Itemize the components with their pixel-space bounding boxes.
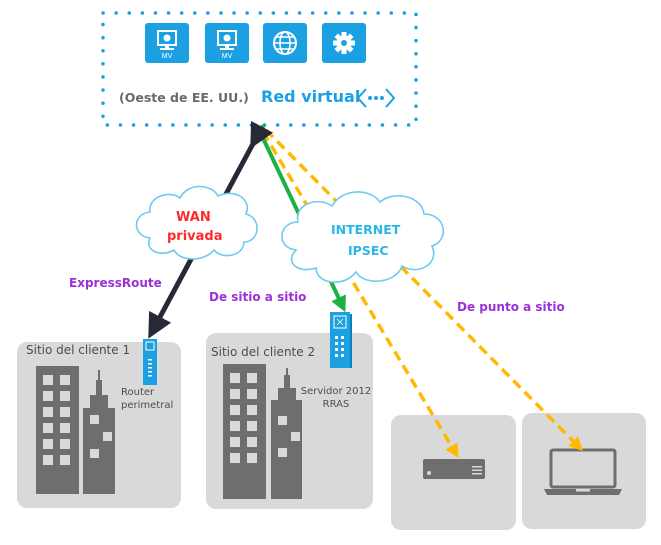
wan-cloud [135,185,258,260]
vm-tile-2[interactable]: MV [205,23,249,63]
device-label-line: Router [121,387,155,398]
virtual-machine-icon [157,30,177,50]
point-to-site-line-laptop [264,128,583,451]
internet-cloud-label-2: IPSEC [348,243,389,258]
vm-caption: MV [221,53,233,60]
device-label-line: RRAS [322,399,350,410]
globe-icon [273,31,297,55]
wan-cloud-label-1: WAN [176,210,211,225]
wan-cloud-label-2: privada [167,229,223,244]
device-label-line: Servidor 2012 [300,386,372,397]
vm-caption: MV [161,53,173,60]
globe-tile[interactable] [263,23,307,63]
virtual-machine-icon [217,30,237,50]
laptop-icon [544,448,622,495]
point-to-site-label: De punto a sitio [457,300,565,314]
site-to-site-label: De sitio a sitio [209,290,307,304]
site2-title: Sitio del cliente 2 [211,345,316,359]
settings-tile[interactable] [322,23,366,63]
expressroute-label: ExpressRoute [69,276,162,290]
vnet-title: Red virtual [261,87,361,106]
vnet-dots-icon [356,88,396,108]
rras-server-icon[interactable] [330,312,352,370]
server-icon [423,459,485,479]
edge-router-icon[interactable] [143,339,157,385]
device-label-line: perimetral [121,400,174,411]
endpoint-box-laptop [522,413,646,529]
vnet-region-label: (Oeste de EE. UU.) [119,90,249,105]
gear-icon [333,32,355,54]
site1-device-label: Router perimetral [121,386,173,412]
site1-title: Sitio del cliente 1 [26,343,131,357]
internet-cloud-label-1: INTERNET [331,222,401,237]
point-to-site-line-server [261,131,459,459]
building-icon [223,364,302,499]
site2-device-label: Servidor 2012 RRAS [298,385,374,411]
internet-cloud [281,191,445,283]
vm-tile-1[interactable]: MV [145,23,189,63]
